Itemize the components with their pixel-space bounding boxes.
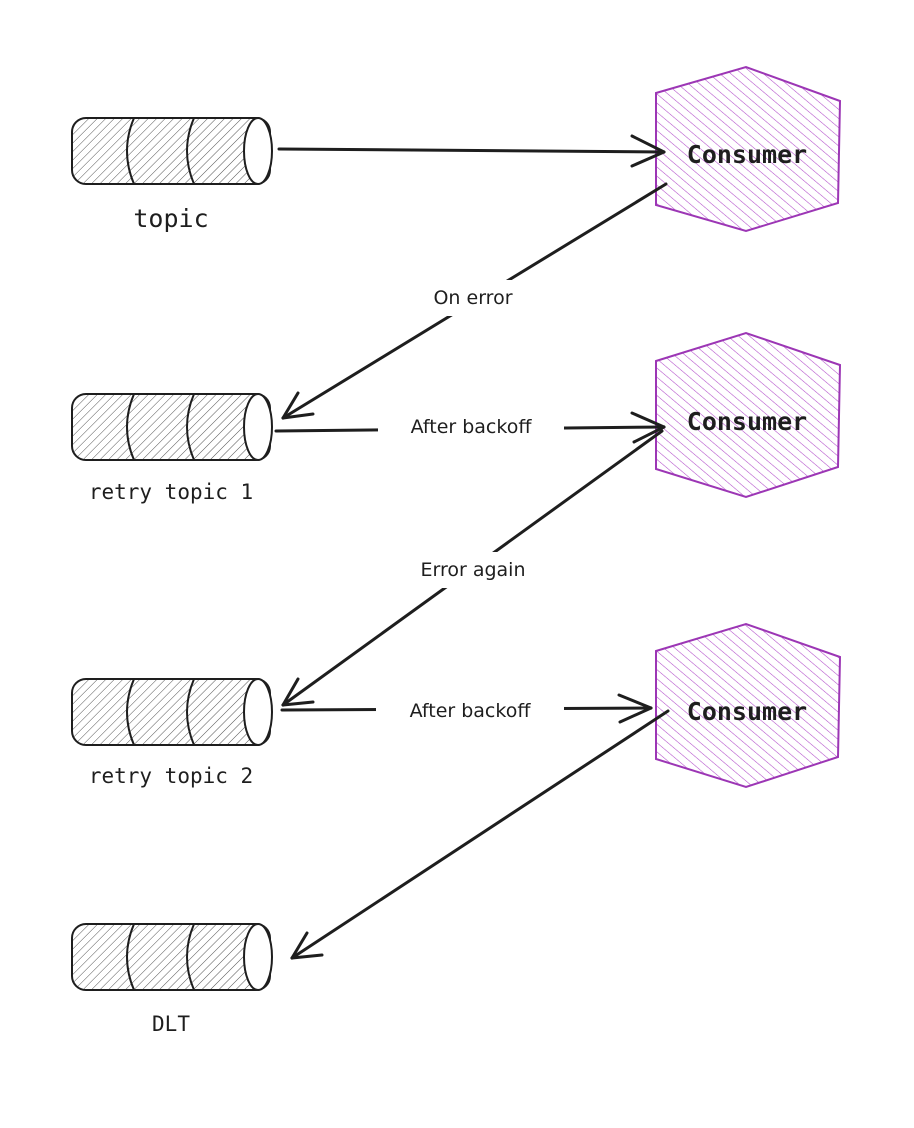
after-backoff-1-label-bg: [378, 410, 564, 444]
arrow-to-dlt: [290, 709, 670, 960]
after-backoff-2-label: After backoff: [410, 700, 532, 722]
after-backoff-2-label-bg: [376, 693, 564, 727]
error-again-label-bg: [396, 552, 550, 588]
on-error-label: On error: [433, 287, 512, 309]
consumer-3-label: Consumer: [687, 697, 807, 726]
consumer-3-node: [655, 622, 842, 789]
retry-topic-2-queue: [71, 678, 273, 746]
consumer-1-label: Consumer: [687, 140, 807, 169]
topic-queue: [71, 117, 273, 185]
dlt-label: DLT: [152, 1012, 190, 1036]
consumer-2-label: Consumer: [687, 407, 807, 436]
consumer-2-node: [655, 331, 842, 499]
retry-topic-1-label: retry topic 1: [89, 480, 253, 504]
consumer-1-node: [655, 65, 842, 233]
topic-label: topic: [133, 204, 208, 233]
error-again-label: Error again: [420, 559, 525, 581]
on-error-label-bg: [412, 280, 534, 316]
arrow-topic-to-consumer: [277, 134, 666, 168]
retry-topic-2-label: retry topic 2: [89, 764, 253, 788]
dlt-queue: [71, 923, 273, 991]
after-backoff-1-label: After backoff: [411, 416, 533, 438]
retry-topic-1-queue: [71, 393, 273, 461]
